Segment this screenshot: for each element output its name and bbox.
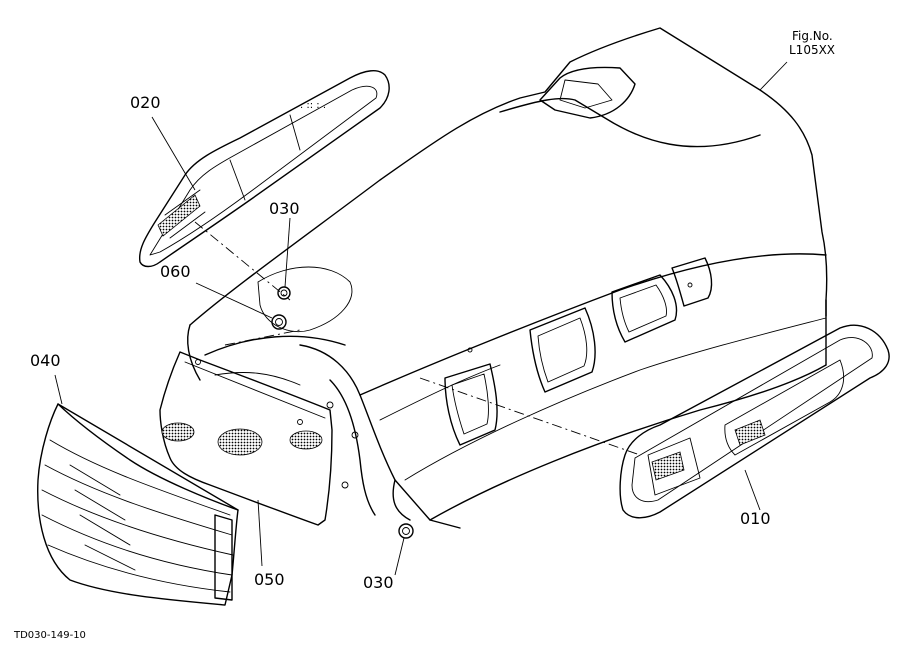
front-grille-040 bbox=[37, 403, 239, 606]
figure-label-line1: Fig.No. bbox=[792, 29, 833, 43]
side-panel-010 bbox=[619, 324, 890, 519]
drawing-code: TD030-149-10 bbox=[13, 630, 86, 641]
cap-060 bbox=[271, 314, 287, 330]
callout-010: 010 bbox=[740, 509, 771, 528]
front-screen-050 bbox=[159, 351, 333, 526]
panel-marking: . :: : . bbox=[300, 100, 326, 111]
callout-040: 040 bbox=[30, 351, 61, 370]
callout-050: 050 bbox=[254, 570, 285, 589]
figure-label-line2: L105XX bbox=[789, 43, 835, 57]
callout-030-bottom: 030 bbox=[363, 573, 394, 592]
grommet-030-top bbox=[277, 286, 291, 300]
leader-lines bbox=[54, 61, 788, 576]
callout-020: 020 bbox=[130, 93, 161, 112]
hood-body bbox=[187, 27, 828, 529]
callout-060: 060 bbox=[160, 262, 191, 281]
side-panel-020: . :: : . bbox=[138, 70, 390, 268]
callout-030-top: 030 bbox=[269, 199, 300, 218]
grommet-030-bottom bbox=[398, 523, 414, 539]
